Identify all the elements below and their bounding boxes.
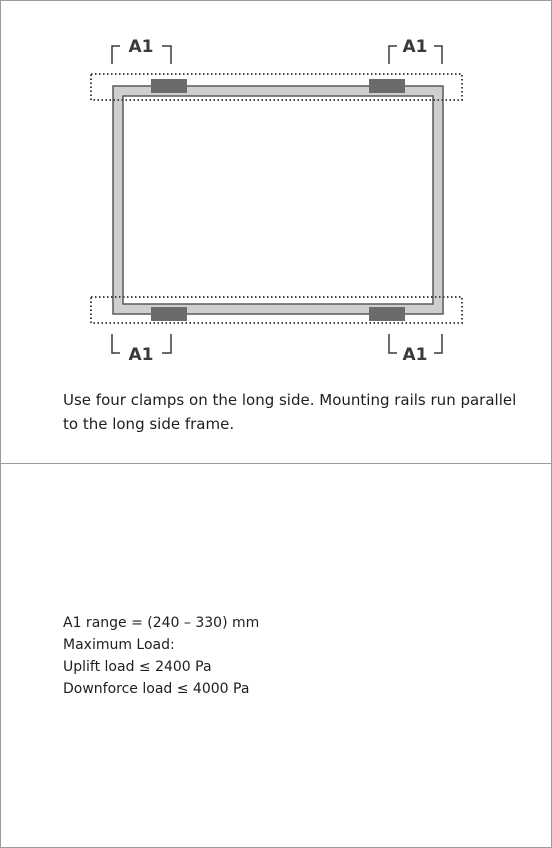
spec-downforce-load: Downforce load ≤ 4000 Pa [63,681,250,697]
spec-a1-range: A1 range = (240 – 330) mm [63,615,260,631]
mounting-caption: Use four clamps on the long side. Mounti… [63,391,517,433]
spec-list: A1 range = (240 – 330) mm Maximum Load: … [63,612,259,700]
dimension-bracket-top-right [388,45,443,64]
clamp-top-right [369,79,405,93]
dimension-label-top-right: A1 [403,37,428,57]
clamp-top-left [151,79,187,93]
module-frame-inner [122,95,434,305]
spec-uplift-load: Uplift load ≤ 2400 Pa [63,659,212,675]
dimension-label-bottom-right: A1 [403,345,428,365]
dimension-label-top-left: A1 [129,37,154,57]
dimension-bracket-top-left [111,45,172,64]
clamp-bottom-right [369,307,405,321]
dimension-bracket-bottom-right [388,334,443,354]
dimension-label-bottom-left: A1 [129,345,154,365]
mounting-rail-bottom [90,296,463,324]
mounting-rail-top [90,73,463,101]
mounting-diagram: A1 A1 A1 A1 [90,37,463,365]
section-divider [0,463,552,464]
spec-max-load-heading: Maximum Load: [63,637,175,653]
clamp-bottom-left [151,307,187,321]
dimension-bracket-bottom-left [111,334,172,354]
